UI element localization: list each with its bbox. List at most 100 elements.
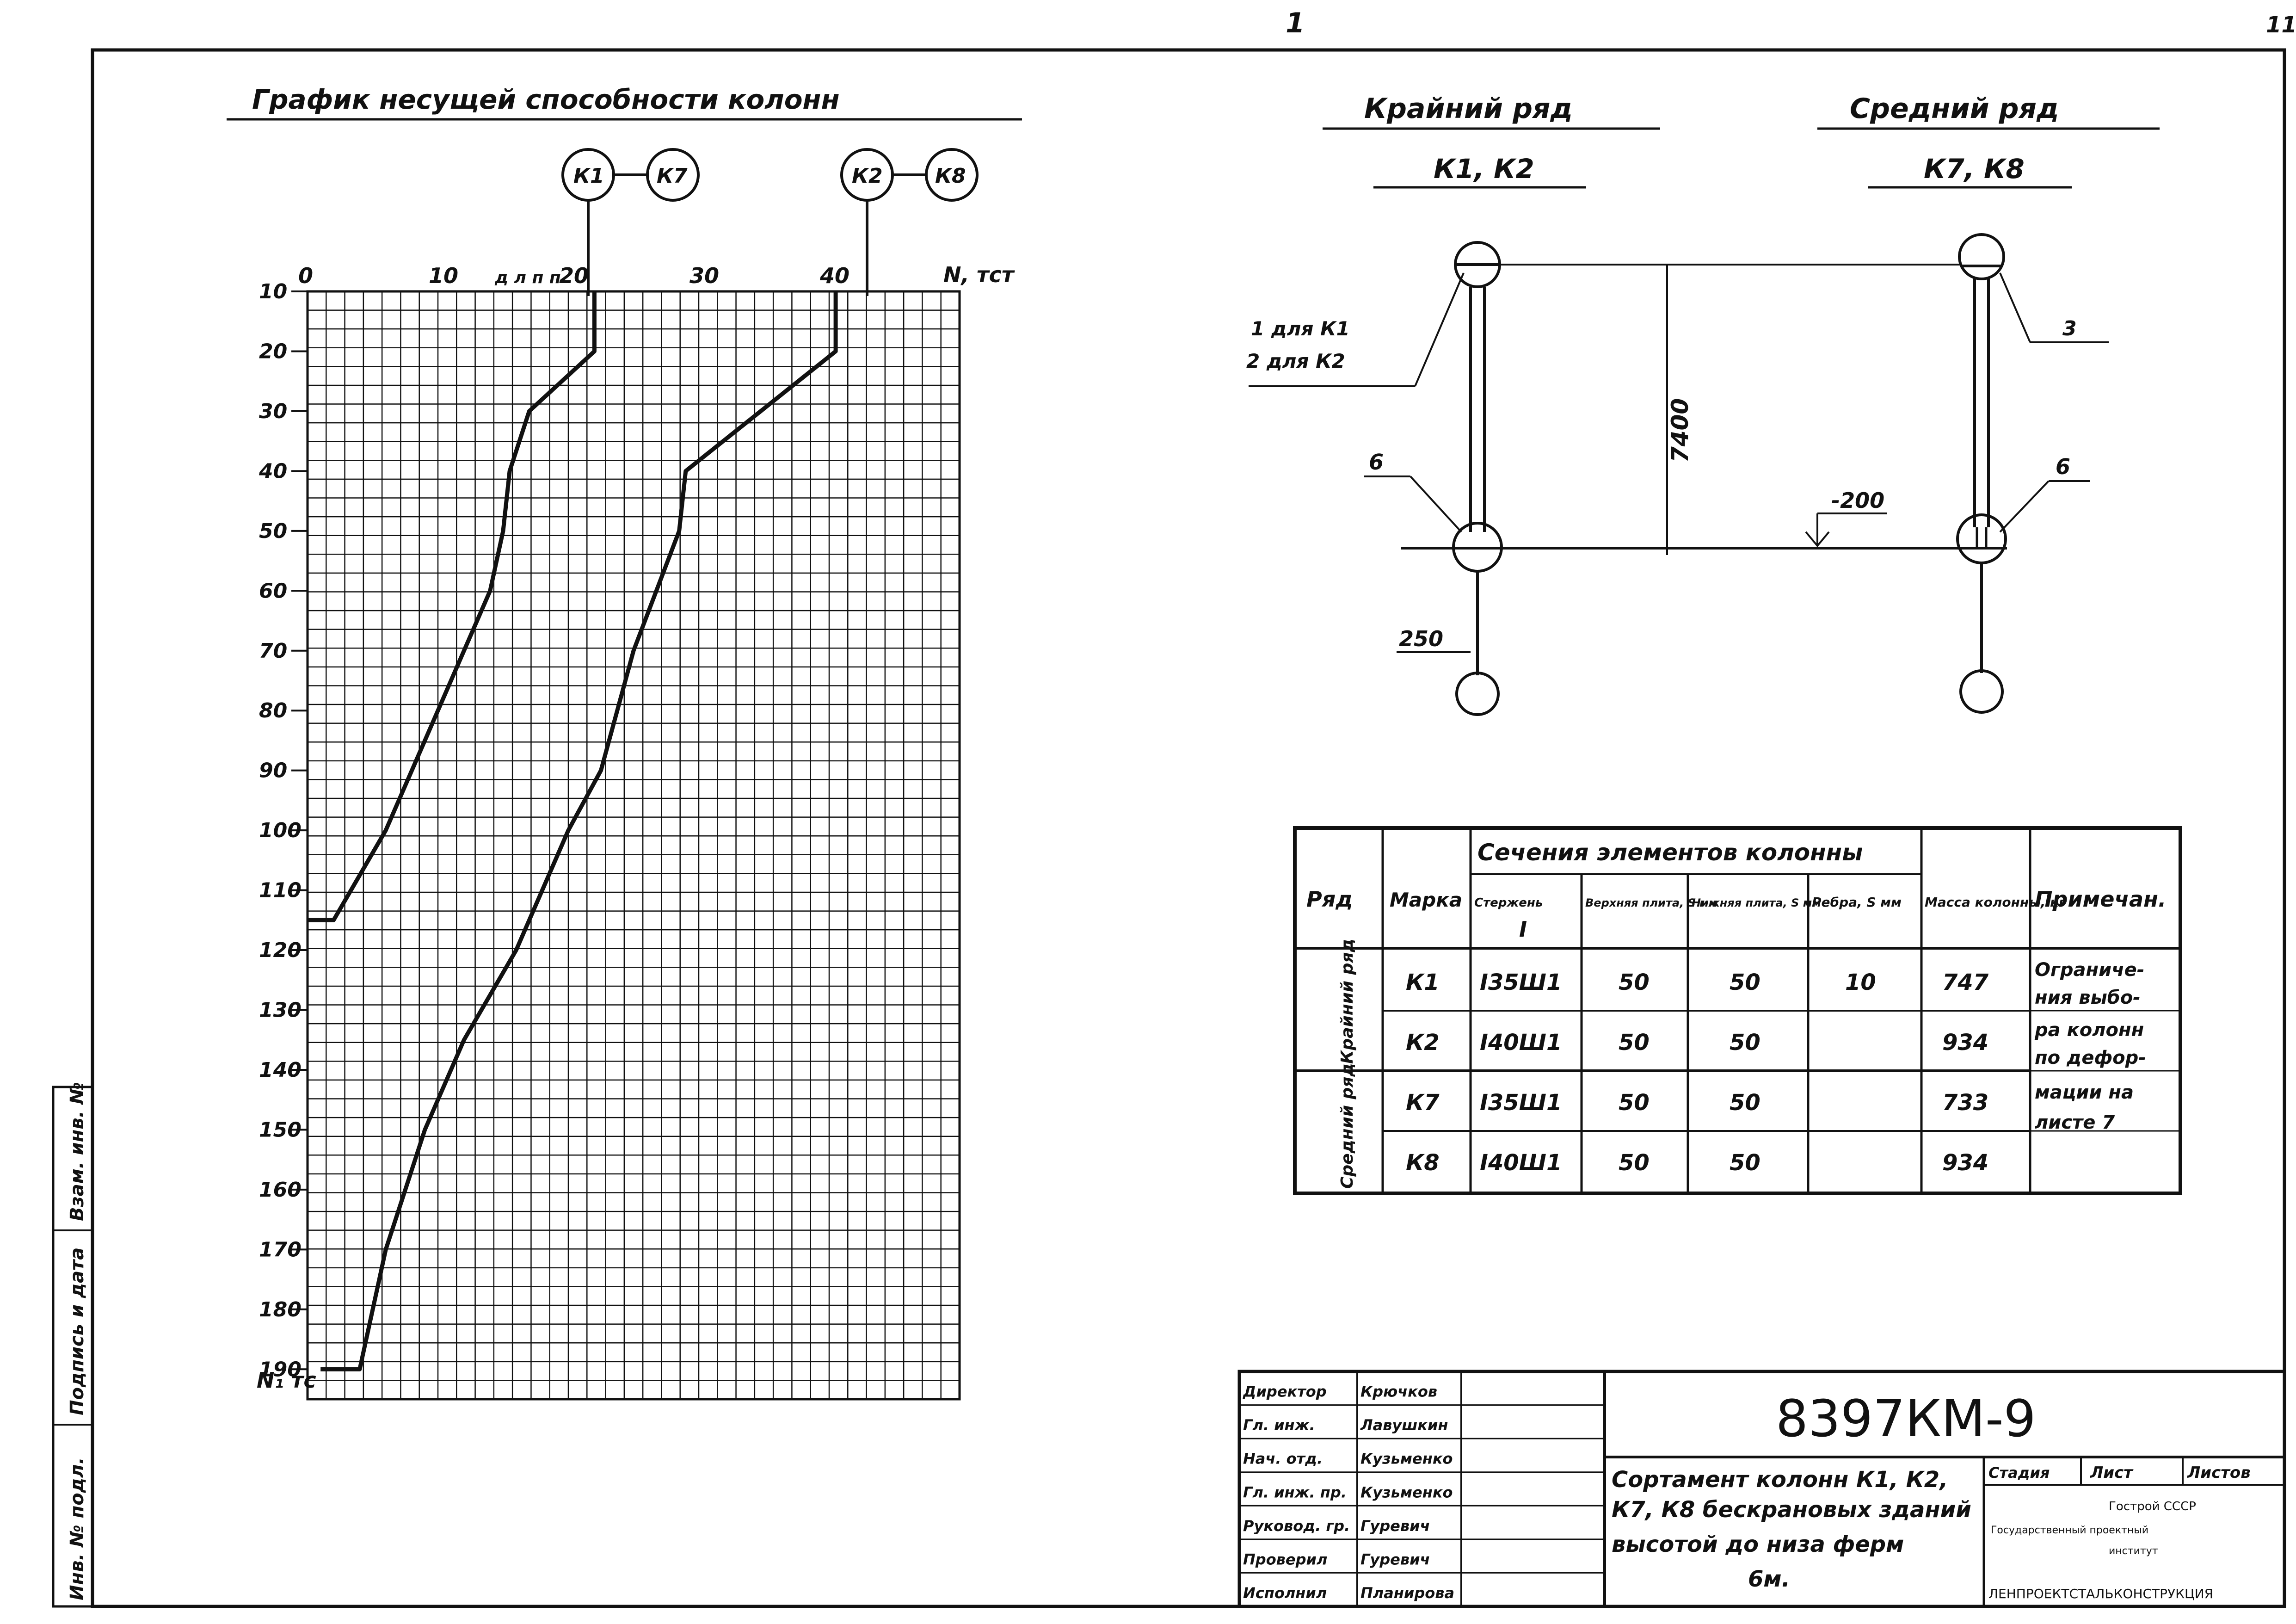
svg-text:по дефор-: по дефор-	[2035, 1047, 2146, 1068]
tb-name: Планирова	[1360, 1584, 1454, 1602]
tb-name: Крючков	[1360, 1383, 1437, 1401]
stamp-sign: Подпись и дата	[67, 1247, 88, 1415]
tb-name: Гуревич	[1360, 1517, 1430, 1535]
svg-text:К8: К8	[1406, 1150, 1440, 1176]
col-mass-header: Масса колонны, кг	[1925, 895, 2066, 910]
svg-text:10: 10	[1845, 969, 1876, 995]
svg-text:50: 50	[1730, 969, 1760, 995]
dim-height: 7400	[1667, 398, 1693, 463]
org-line-4: ЛЕНПРОЕКТСТАЛЬКОНСТРУКЦИЯ	[1988, 1586, 2213, 1601]
x-tick-label: 40	[819, 263, 849, 288]
svg-text:50: 50	[1730, 1030, 1760, 1056]
tb-name: Гуревич	[1360, 1550, 1430, 1568]
edge-row-title: Крайний ряд	[1364, 93, 1573, 125]
svg-text:50: 50	[1619, 1090, 1650, 1116]
label-1-2: 1 для К1	[1251, 317, 1350, 340]
svg-text:ния выбо-: ния выбо-	[2035, 987, 2141, 1008]
y-tick-label: 80	[259, 699, 287, 722]
y-tick-label: 20	[259, 340, 287, 363]
tb-name: Лавушкин	[1360, 1416, 1448, 1434]
col-row-header: Ряд	[1306, 887, 1353, 912]
svg-text:К1: К1	[1406, 969, 1440, 995]
group-edge-label: Крайний ряд	[1338, 939, 1357, 1064]
x-tick-label: 20	[559, 263, 589, 288]
tb-name: Кузьменко	[1360, 1450, 1453, 1468]
svg-text:I35Ш1: I35Ш1	[1480, 969, 1562, 995]
tb-role: Гл. инж. пр.	[1243, 1483, 1347, 1501]
graph-series	[308, 291, 838, 1371]
middle-row-title: Средний ряд	[1850, 93, 2059, 125]
label-1-2b: 2 для К2	[1246, 350, 1345, 372]
x-tick-label: 10	[429, 263, 458, 288]
dim-250: 250	[1399, 626, 1443, 651]
svg-text:50: 50	[1619, 1150, 1650, 1176]
table-note: Ограниче- ния выбо- ра колонн по дефор- …	[2034, 959, 2146, 1133]
svg-text:50: 50	[1619, 969, 1650, 995]
tb-role: Руковод. гр.	[1243, 1517, 1350, 1535]
org-line-3: институт	[2109, 1545, 2158, 1557]
graph-y-ticks: 1020304050607080901001101201301401501601…	[259, 280, 308, 1381]
page-number: 1	[1286, 7, 1305, 39]
sheet-label: Лист	[2090, 1463, 2134, 1482]
corner-mark: 11	[2266, 12, 2296, 38]
tb-role: Исполнил	[1243, 1584, 1327, 1602]
svg-text:I40Ш1: I40Ш1	[1480, 1030, 1562, 1056]
label-6-left: 6	[1369, 450, 1384, 475]
schematic: Крайний ряд К1, К2 Средний ряд К7, К8 74…	[1246, 93, 2160, 716]
y-tick-label: 50	[259, 519, 287, 543]
graph-title: График несущей способности колонн	[252, 84, 840, 115]
svg-text:I35Ш1: I35Ш1	[1480, 1090, 1562, 1116]
sheet-code: 8397КМ-9	[1776, 1389, 2036, 1448]
tag-k1: К1	[573, 164, 604, 188]
series-line-2	[320, 291, 838, 1371]
table-row-k7: К7 I35Ш1 50 50 733	[1406, 1090, 1988, 1116]
svg-text:Ограниче-: Ограниче-	[2035, 959, 2144, 981]
svg-text:934: 934	[1942, 1030, 1988, 1056]
svg-text:50: 50	[1730, 1090, 1760, 1116]
description-line-2: К7, К8 бескрановых зданий	[1612, 1497, 1971, 1523]
x-axis-extra-marks: д л п п	[494, 268, 561, 287]
svg-text:50: 50	[1619, 1030, 1650, 1056]
label-6-right: 6	[2056, 454, 2070, 479]
svg-text:К2: К2	[1406, 1030, 1440, 1056]
side-stamp: Инв. № подл. Подпись и дата Взам. инв. №	[52, 1082, 94, 1608]
tag-k8: К8	[935, 164, 966, 188]
svg-text:листе 7: листе 7	[2035, 1112, 2115, 1133]
org-line-1: Гострой СССР	[2109, 1500, 2196, 1513]
col-note-header: Примечан.	[2035, 887, 2166, 912]
description-line-3: высотой до низа ферм	[1612, 1531, 1904, 1557]
col-ribs-header: Ребра, S мм	[1812, 895, 1902, 910]
series-line-1	[308, 291, 597, 922]
col-rod-header: Стержень	[1474, 896, 1543, 910]
svg-text:733: 733	[1942, 1090, 1988, 1116]
x-axis-unit: N, тст	[943, 262, 1015, 287]
svg-text:934: 934	[1942, 1150, 1988, 1176]
y-tick-label: 10	[259, 280, 287, 303]
dim-level: -200	[1831, 488, 1884, 513]
description-line-4: 6м.	[1748, 1566, 1790, 1592]
edge-row-cols: К1, К2	[1434, 153, 1534, 185]
tb-role: Проверил	[1243, 1550, 1327, 1568]
sections-table: Ряд Марка Сечения элементов колонны Стер…	[1293, 826, 2182, 1195]
tag-k2: К2	[852, 164, 883, 188]
stamp-replace: Взам. инв. №	[67, 1082, 88, 1221]
label-3: 3	[2062, 317, 2077, 340]
y-axis-bottom-label: N₁ тс	[257, 1368, 316, 1393]
svg-text:ра колонн: ра колонн	[2034, 1019, 2144, 1041]
sheet-frame	[91, 48, 2286, 1608]
stamp-inv: Инв. № подл.	[67, 1457, 88, 1600]
col-bottom-plate-header: Нижняя плита, S мм	[1692, 896, 1821, 909]
table-row-k2: К2 I40Ш1 50 50 934	[1406, 1030, 1988, 1056]
y-tick-label: 60	[259, 579, 287, 603]
tb-role: Гл. инж.	[1243, 1416, 1315, 1434]
group-middle-label: Средний ряд	[1338, 1063, 1357, 1189]
x-tick-label: 0	[298, 263, 313, 288]
group-header: Сечения элементов колонны	[1477, 839, 1863, 866]
tag-k7: К7	[657, 164, 688, 188]
svg-text:50: 50	[1730, 1150, 1760, 1176]
svg-text:I40Ш1: I40Ш1	[1480, 1150, 1562, 1176]
col-top-plate-header: Верхняя плита, S мм	[1585, 896, 1717, 909]
